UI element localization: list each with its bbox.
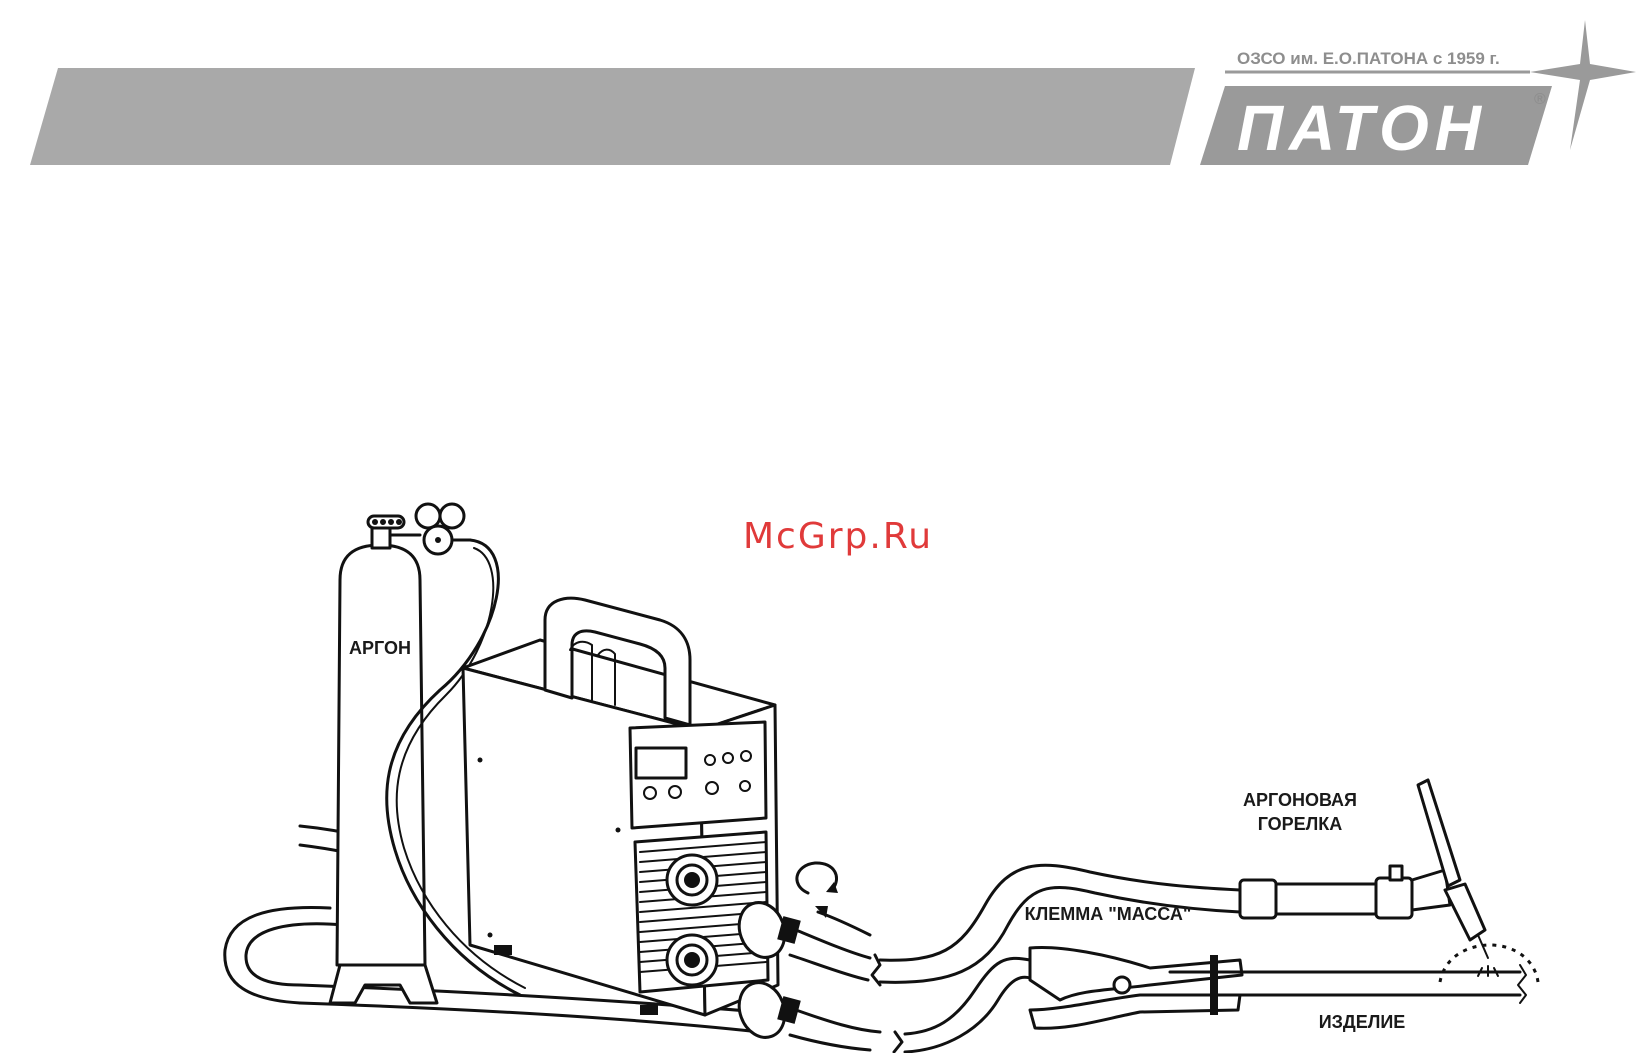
label-torch-line2: ГОРЕЛКА — [1258, 814, 1343, 834]
header-banner — [30, 68, 1195, 165]
ground-clamp — [1030, 947, 1242, 1028]
ground-cable — [790, 958, 1030, 1052]
label-torch-line1: АРГОНОВАЯ — [1243, 790, 1357, 810]
company-line: ОЗСО им. Е.О.ПАТОНА с 1959 г. — [1237, 49, 1500, 68]
header: ПАТОН ® ОЗСО им. Е.О.ПАТОНА с 1959 г. — [30, 20, 1636, 165]
control-panel — [630, 722, 766, 828]
label-argon: АРГОН — [349, 638, 411, 658]
pressure-gauge-icon — [440, 504, 464, 528]
gas-shield-arc — [1440, 945, 1538, 982]
display — [636, 748, 686, 778]
pressure-gauge-icon — [416, 504, 440, 528]
insert-arrow-icon — [815, 906, 870, 935]
welding-inverter — [463, 598, 778, 1015]
output-socket-icon — [667, 935, 717, 985]
logo-text: ПАТОН — [1237, 92, 1487, 164]
brand-logo: ПАТОН ® ОЗСО им. Е.О.ПАТОНА с 1959 г. — [1200, 20, 1636, 165]
star-icon — [1530, 20, 1636, 150]
label-ground-clamp: КЛЕММА "МАССА" — [1025, 904, 1192, 924]
registered-mark: ® — [1534, 91, 1546, 108]
watermark: McGrp.Ru — [743, 516, 933, 557]
rotate-arrow-icon — [797, 863, 838, 893]
cylinder-neck — [372, 528, 390, 548]
output-socket-icon — [667, 855, 717, 905]
label-workpiece: ИЗДЕЛИЕ — [1319, 1012, 1406, 1032]
